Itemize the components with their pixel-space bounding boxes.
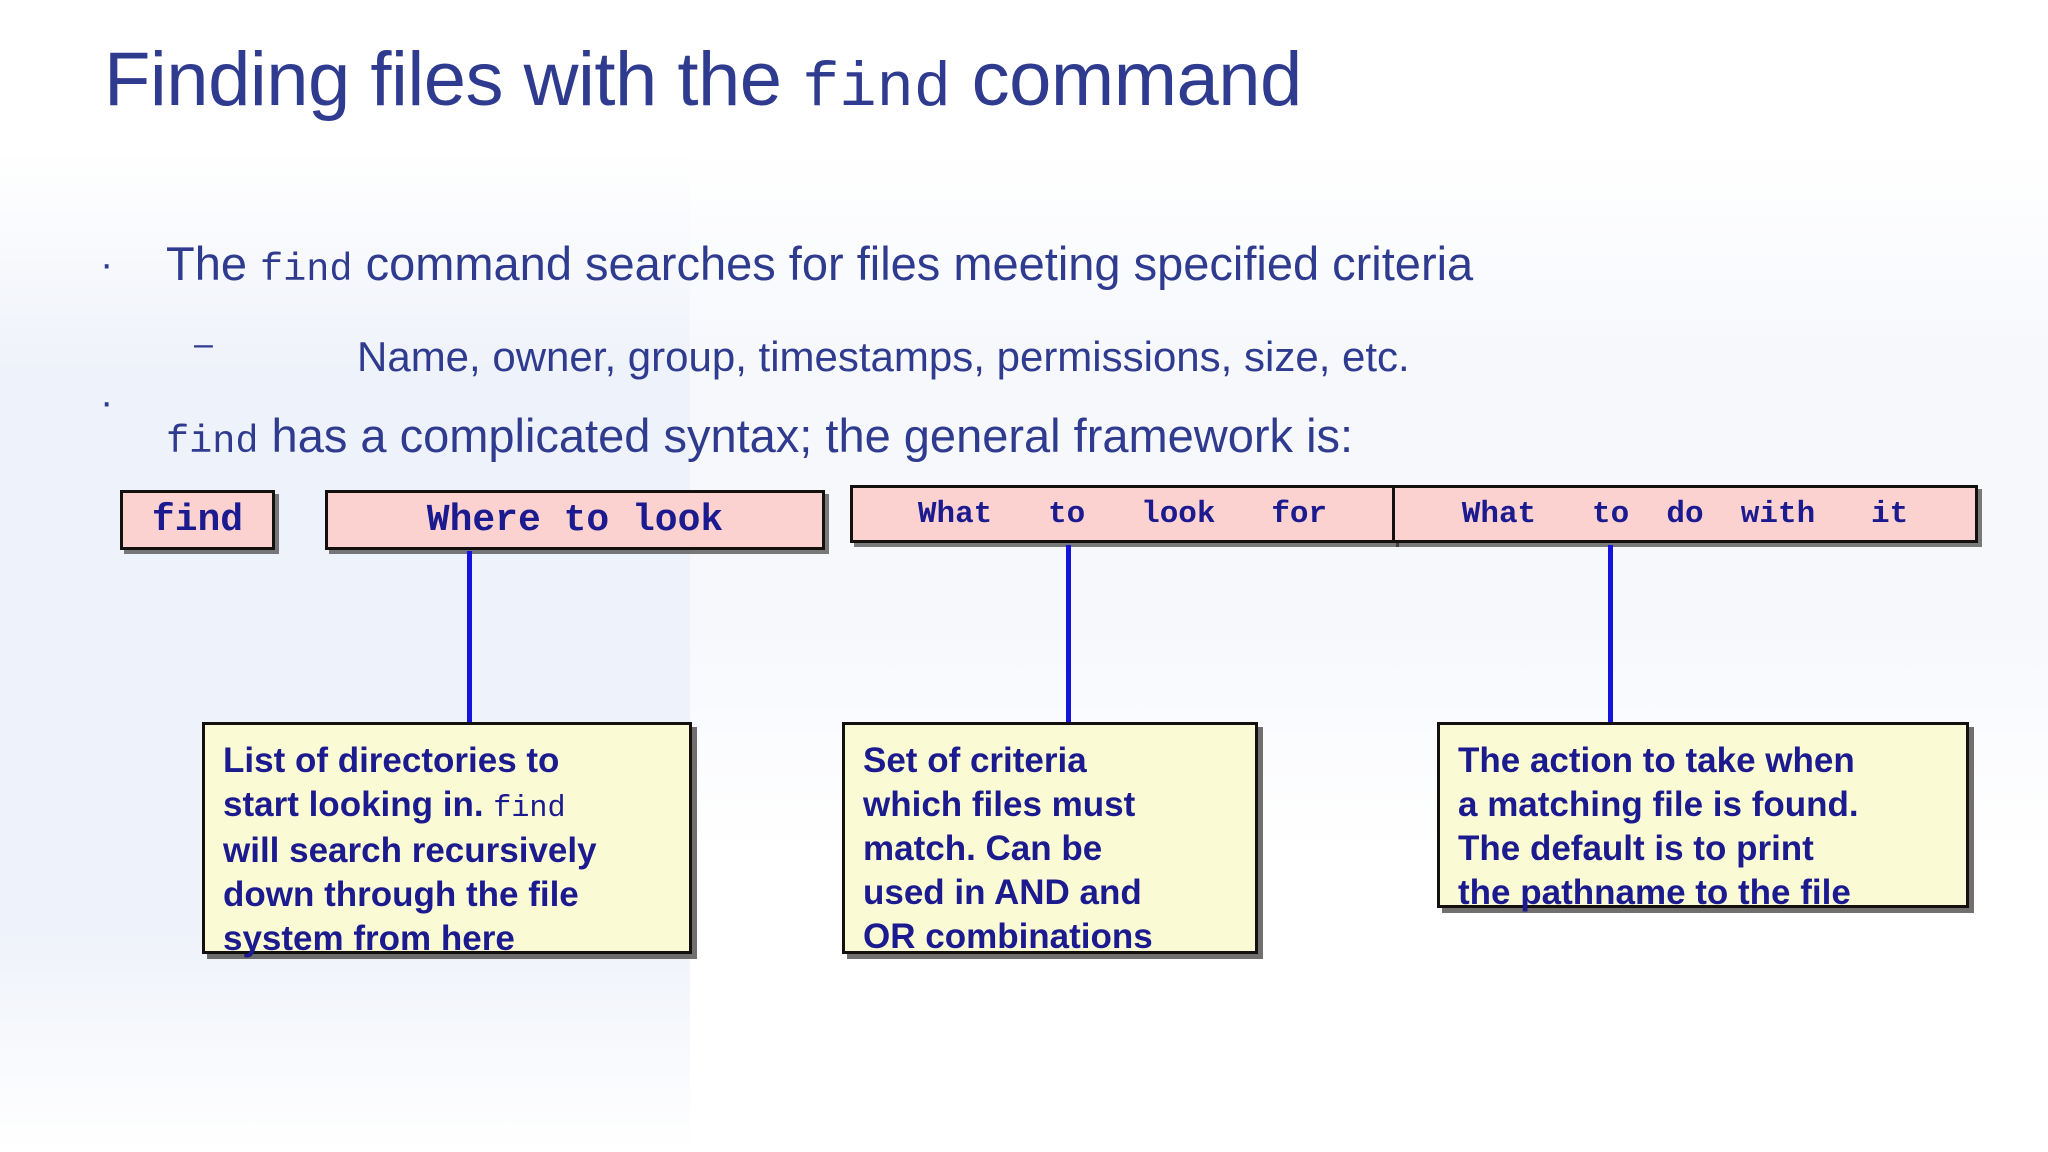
sub-bullet-marker-1: – [194,325,213,363]
bullet-marker-1: · [100,242,114,286]
bullet-text-2: find has a complicated syntax; the gener… [166,408,1353,464]
bullet2-command-name: find [166,420,259,464]
syntax-box-where-to-look: Where to look [325,490,825,550]
syntax-box-what-to-look-for: What to look for [850,485,1395,543]
connector-line-what [1066,545,1071,725]
callout-box-action-detail: The action to take when a matching file … [1437,722,1969,912]
bullet1-before: The [166,237,261,290]
page-title: Finding files with the find command [104,38,1804,123]
connector-line-action [1608,545,1613,723]
syntax-box-what-to-do-with-it: What to do with it [1392,485,1978,543]
sub-bullet-text-1: Name, owner, group, timestamps, permissi… [357,333,1410,380]
bullet2-after: has a complicated syntax; the general fr… [258,409,1354,462]
background-wash [0,150,690,1152]
title-text-after: command [951,37,1303,122]
syntax-box-find: find [120,490,275,550]
callout-1-after: will search recursively down through the… [223,831,597,959]
title-text-before: Finding files with the [104,37,803,122]
callout-box-what-detail: Set of criteria which files must match. … [842,722,1258,956]
title-command-name: find [802,53,952,124]
bullet-marker-2: · [100,380,114,424]
callout-1-before: List of directories to start looking in. [223,741,560,825]
bullet1-command-name: find [260,248,353,292]
bullet1-after: command searches for files meeting speci… [352,237,1474,290]
callout-1-command-name: find [493,792,566,827]
connector-line-where [467,551,472,724]
callout-box-where-detail: List of directories to start looking in.… [202,722,692,955]
bullet-text-1: The find command searches for files meet… [166,236,1473,292]
